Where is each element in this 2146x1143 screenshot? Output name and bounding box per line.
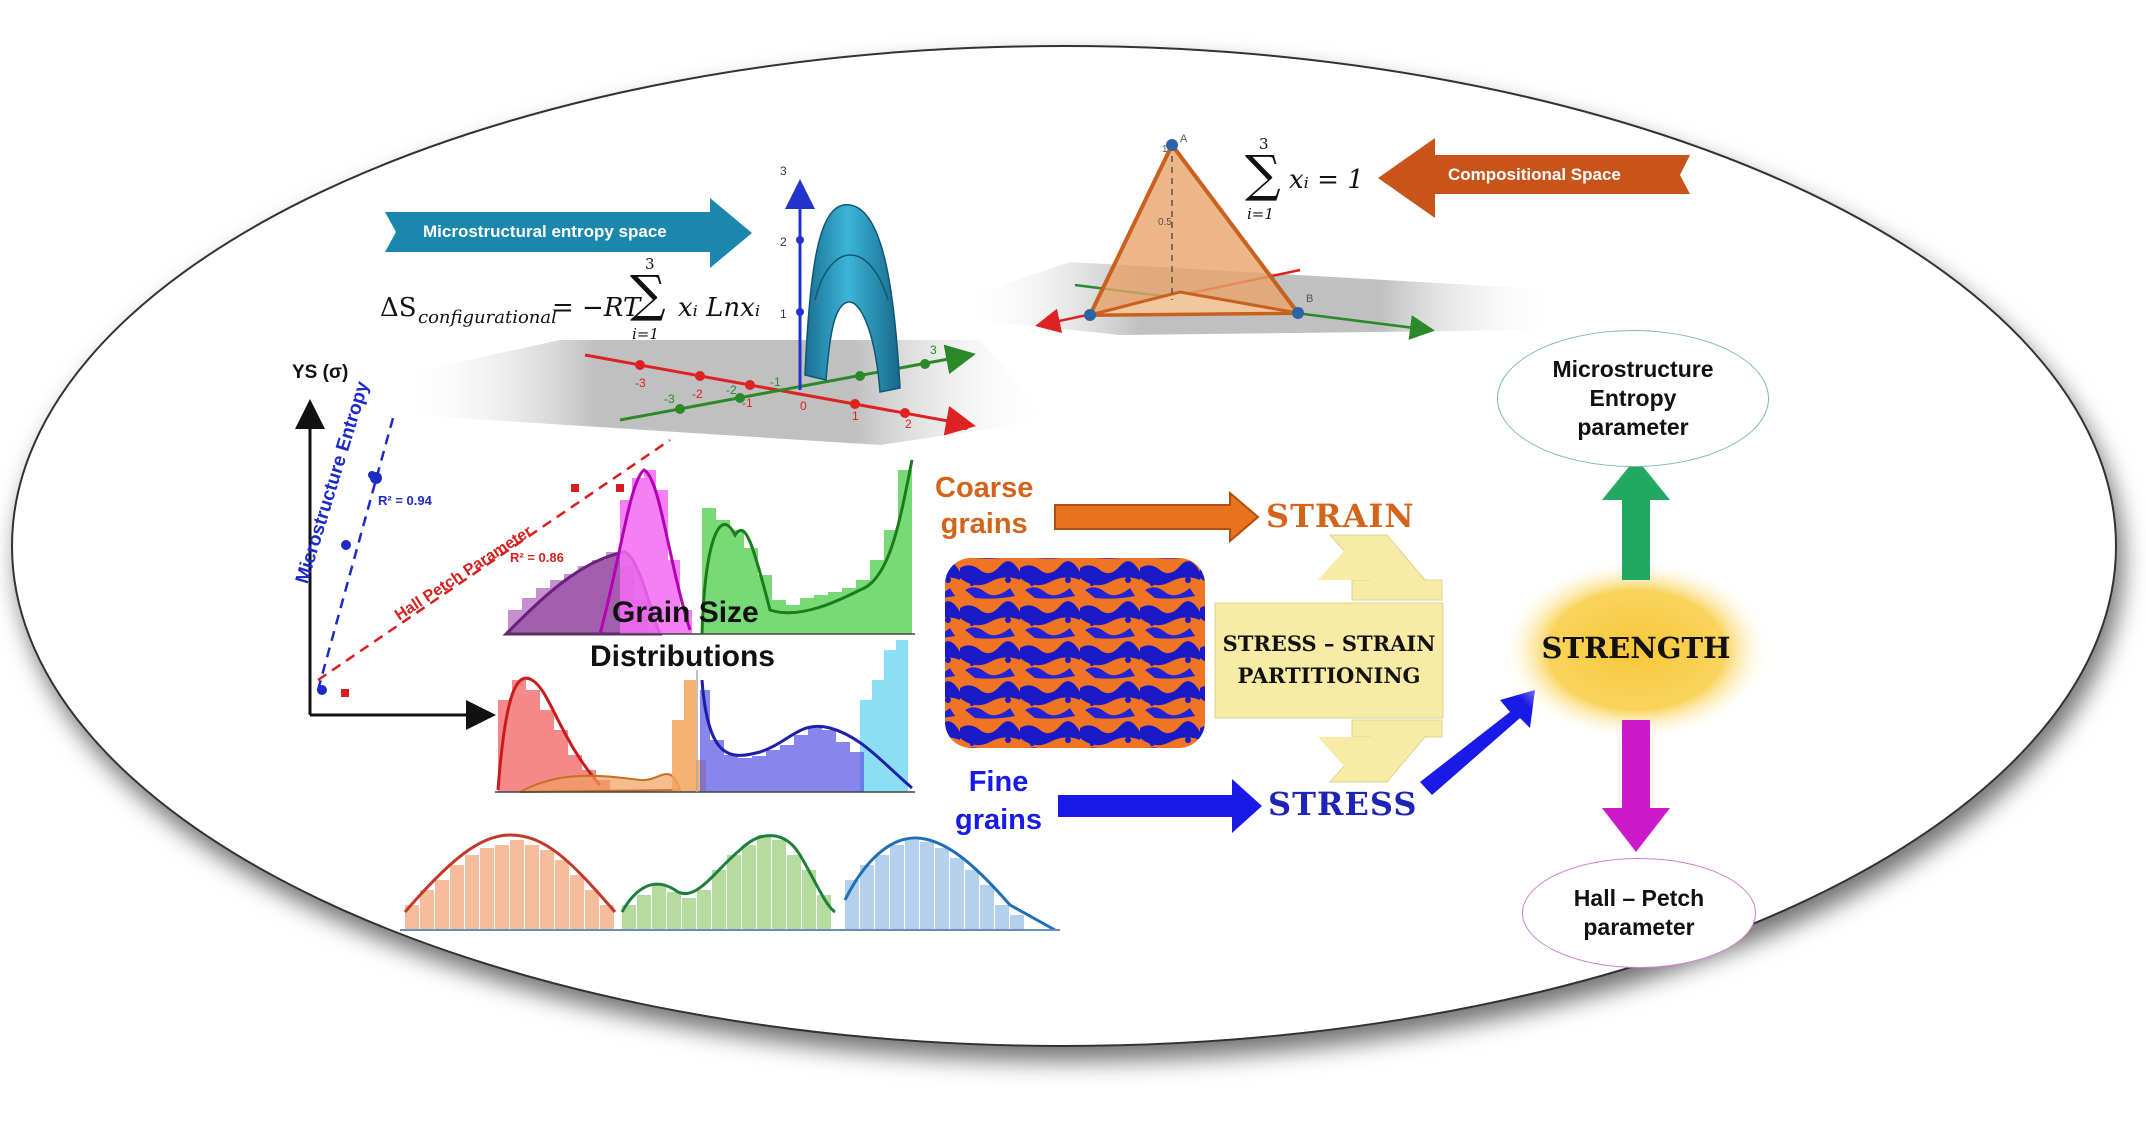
sum-lower: i=1 [632,325,659,343]
entropy-3d-plot: 1 2 3 -3 -2 -1 0 1 2 3 -3 -2 -1 3 [400,164,1050,445]
hallpetch-parameter-ellipse: Hall – Petch parameter [1522,858,1756,968]
stress-label: STRESS [1268,785,1418,823]
x-tick: 3 [962,419,969,433]
grain-size-title: Grain Size [612,596,759,629]
coarse-line1: Coarse [935,472,1034,504]
entropy-space-banner [385,198,752,268]
magenta-down-arrow [1602,720,1670,852]
x-tick: -3 [635,376,646,390]
histogram-panel-bottom [495,640,915,793]
entropy-space-banner-label: Microstructural entropy space [423,222,667,241]
partition-box [1214,602,1444,719]
histogram-row-bottom [400,833,1060,932]
x-tick: 1 [852,409,859,423]
comp-sum-lower: i=1 [1247,205,1274,223]
fine-grains-label: Fine grains [955,763,1042,839]
scatter-plot [295,399,671,730]
z-tick: 2 [780,235,787,249]
fine-arrow [1058,779,1262,833]
blue-hist [700,690,864,792]
entropy-fit-line [316,417,395,691]
green-gauss-hist [622,835,831,930]
y-tick: -3 [664,392,675,406]
hallpetch-fit-line [317,438,671,682]
cyan-hist [860,640,908,792]
comp-term: xᵢ = 1 [1289,165,1364,195]
fine-line1: Fine [968,766,1029,798]
x-tick: 2 [905,417,912,431]
fine-line2: grains [955,804,1043,836]
strain-label: STRAIN [1266,497,1415,535]
entropy-equation: ΔS configurational = −RT 3 ∑ i=1 xᵢ Lnxᵢ [380,255,780,343]
entropy-param-line3: parameter [1577,414,1689,440]
hallpetch-param-line2: parameter [1583,914,1695,940]
green-up-arrow [1602,458,1670,580]
entropy-surface [804,204,901,393]
strength-label: STRENGTH [1541,631,1731,665]
ys-axis-label: YS (σ) [292,362,349,383]
entropy-parameter-ellipse: Microstructure Entropy parameter [1497,330,1769,467]
z-tick: 1 [780,307,787,321]
coarse-arrow [1054,490,1260,544]
compositional-space-banner [1378,138,1690,218]
orange-gauss-hist [405,840,614,930]
partition-line2: PARTITIONING [1237,663,1421,688]
y-tick: -1 [770,375,781,389]
ternary-vertex-label: A [1180,133,1188,145]
comp-sum-sign: ∑ [1245,145,1281,203]
entropy-param-line1: Microstructure [1552,356,1714,382]
entropy-rhs: = −RT [552,293,641,323]
compositional-space-banner-label: Compositional Space [1448,165,1621,184]
entropy-lhs: ΔS [380,293,417,323]
entropy-param-line2: Entropy [1589,385,1677,411]
entropy-subscript: configurational [418,307,557,328]
sum-upper: 3 [645,255,655,273]
hallpetch-r2-label: R² = 0.86 [510,550,564,565]
outer-ellipse [11,45,2117,1047]
blue-gauss-hist [845,840,1024,930]
ternary-tick: 1 [1162,144,1168,155]
red-hist [498,680,610,792]
coarse-grains-label: Coarse grains [935,470,1033,542]
z-tick: 3 [780,164,787,178]
ternary-plot: A B 1 0.5 [960,133,1560,340]
hallpetch-param-line1: Hall – Petch [1573,885,1705,911]
x-tick: -1 [742,396,753,410]
stress-to-strength-arrow [1420,690,1535,795]
ternary-vertex-label: B [1306,293,1313,305]
entropy-term: xᵢ Lnxᵢ [678,293,761,323]
x-tick: 0 [800,399,807,413]
x-tick: -2 [692,387,703,401]
entropy-r2-label: R² = 0.94 [378,493,432,508]
strength-glow [1500,558,1772,742]
y-tick: -2 [726,383,737,397]
partition-line1: STRESS – STRAIN [1222,631,1436,656]
composition-equation: 3 ∑ i=1 xᵢ = 1 [1245,135,1385,230]
histogram-panel-top [502,459,915,636]
partitioning-label: STRESS – STRAIN PARTITIONING [1215,628,1443,692]
sum-sign: ∑ [630,265,666,323]
ternary-tick: 0.5 [1158,217,1172,228]
micrograph-image [945,558,1205,748]
comp-sum-upper: 3 [1259,135,1269,153]
y-tick: 3 [930,343,937,357]
coarse-line2: grains [940,508,1028,540]
grain-size-subtitle: Distributions [590,640,775,673]
